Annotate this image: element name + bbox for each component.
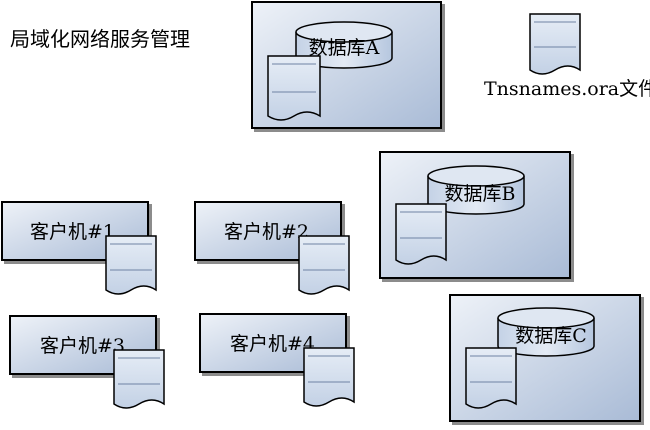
document-icon	[298, 235, 350, 295]
tnsnames-file: Tnsnames.ora文件	[484, 13, 650, 100]
document-icon	[267, 55, 321, 121]
document-icon	[395, 203, 447, 265]
client-box	[9, 315, 157, 375]
client-3: 客户机#3	[9, 315, 165, 409]
document-icon	[465, 347, 517, 409]
database-c-label: 数据库C	[515, 325, 587, 347]
database-b-label: 数据库B	[445, 183, 516, 205]
database-cylinder-icon	[497, 307, 595, 357]
document-icon	[105, 235, 157, 295]
database-a-label: 数据库A	[309, 37, 380, 59]
diagram-title: 局域化网络服务管理	[10, 27, 190, 51]
database-c-server: 数据库C	[449, 294, 641, 422]
client-4: 客户机#4	[199, 313, 355, 407]
client-1: 客户机#1	[1, 201, 157, 295]
client-box	[194, 201, 342, 261]
client-3-label: 客户机#3	[40, 335, 125, 357]
document-icon	[113, 349, 165, 409]
document-icon	[529, 13, 581, 75]
client-4-label: 客户机#4	[230, 333, 315, 355]
client-2-label: 客户机#2	[224, 221, 309, 243]
client-2: 客户机#2	[194, 201, 350, 295]
database-a-server: 数据库A	[251, 1, 442, 129]
tnsnames-label: Tnsnames.ora文件	[484, 78, 650, 100]
client-1-label: 客户机#1	[30, 221, 115, 243]
document-icon	[303, 347, 355, 407]
database-b-server: 数据库B	[379, 151, 571, 279]
